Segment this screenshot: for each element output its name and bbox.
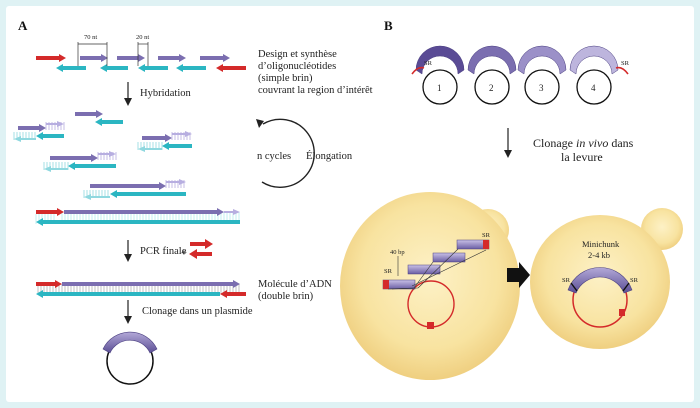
design-line-3: (simple brin)	[258, 73, 313, 84]
oligo-purple	[200, 54, 230, 62]
molecule-line-1: Molécule d’ADN	[258, 279, 332, 290]
yeast-cell-after	[530, 208, 683, 349]
oligo-purple	[80, 54, 108, 62]
fragment-3: 3	[517, 45, 567, 105]
sr-end-right	[615, 66, 629, 75]
long-teal	[36, 218, 240, 226]
arrow-down-pcr	[124, 240, 132, 262]
elongation-purple	[172, 131, 192, 137]
fragment-row: 1 2 3 4	[411, 45, 629, 105]
panel-a-letter: A	[18, 18, 28, 33]
elongation-purple	[46, 121, 64, 127]
hybrid-pair	[137, 131, 192, 152]
hybridation-label: Hybridation	[140, 88, 191, 99]
fragment-1: 1	[415, 45, 465, 105]
cycle-arrow	[256, 118, 315, 189]
elongation-teal	[14, 136, 36, 142]
oligo-teal	[138, 64, 168, 72]
elongation-purple	[98, 151, 116, 157]
hybrid-purple	[142, 134, 172, 142]
long-purple	[64, 208, 224, 216]
hybrid-purple	[50, 154, 98, 162]
fragment-4: 4	[569, 45, 619, 105]
sr-cell1-right: SR	[482, 232, 491, 239]
oligo-teal	[100, 64, 128, 72]
final-red-bottom	[220, 290, 246, 298]
arrow-down-levure	[504, 128, 512, 158]
oligo-teal	[176, 64, 206, 72]
assembled-duplex	[35, 208, 240, 226]
elongation-label: Élongation	[306, 150, 353, 162]
hybrid-purple	[18, 124, 46, 132]
hybrid-pair	[43, 151, 117, 172]
hybrid-teal	[110, 190, 186, 198]
n-cycles-label: n cycles	[257, 151, 291, 162]
fragment-2: 2	[467, 45, 517, 105]
fragment-number: 1	[437, 83, 442, 93]
oligo-design-row: 70 nt 20 nt	[36, 34, 246, 72]
fragment-number: 3	[539, 83, 544, 93]
hybrid-pair	[13, 121, 65, 142]
yeast-cell-before	[340, 192, 520, 380]
oligo-teal	[56, 64, 86, 72]
arrow-down-hybridation	[124, 82, 132, 106]
design-line-1: Design et synthèse	[258, 49, 337, 60]
elongation-teal	[138, 146, 162, 152]
clonage-in-vivo-label: Clonage in vivo dans	[533, 136, 634, 150]
fragment-number: 2	[489, 83, 494, 93]
pcr-finale-label: PCR finale	[140, 246, 187, 257]
design-line-4: couvrant la region d’intérêt	[258, 85, 373, 96]
bp40-label: 40 bp	[390, 249, 405, 256]
step-bar-2	[407, 264, 441, 275]
hybrid-purple	[75, 110, 103, 118]
oligo-red-bottom	[216, 64, 246, 72]
final-teal	[36, 290, 220, 298]
oligo-purple	[158, 54, 186, 62]
minichunk-plasmid	[567, 267, 633, 328]
hybrid-teal	[36, 132, 64, 140]
hybridized-oligos	[13, 110, 192, 200]
sr-cell1-left: SR	[384, 268, 393, 275]
elongation-purple	[166, 179, 186, 185]
oligo-purple	[117, 54, 145, 62]
final-dna-molecule	[36, 280, 246, 298]
pcr-primers	[189, 239, 213, 259]
hybrid-pair	[75, 110, 123, 126]
hybrid-teal	[68, 162, 116, 170]
red-end	[36, 208, 64, 216]
elongation-teal	[84, 194, 110, 200]
oligo-red-top	[36, 54, 66, 62]
final-red-top	[36, 280, 62, 288]
minichunk-label: Minichunk	[582, 239, 620, 249]
kb-label: 2-4 kb	[588, 250, 610, 260]
levure-label: la levure	[561, 150, 603, 164]
molecule-line-2: (double brin)	[258, 291, 314, 302]
in-vivo-assembly	[382, 239, 490, 329]
sr-label-right: SR	[621, 60, 630, 67]
sr-cell2-right: SR	[630, 277, 639, 284]
hybrid-purple	[90, 182, 166, 190]
dim-20-label: 20 nt	[136, 34, 149, 41]
design-line-2: d’oligonucléotides	[258, 61, 336, 72]
elongation-teal	[44, 166, 68, 172]
transform-arrow	[507, 262, 530, 288]
arrow-down-clonage	[124, 300, 132, 324]
sr-label-left: SR	[424, 60, 433, 67]
panel-b-letter: B	[384, 18, 393, 33]
hybrid-pair	[83, 179, 186, 200]
hybrid-teal	[95, 118, 123, 126]
final-purple	[62, 280, 240, 288]
plus-sign: +	[181, 248, 187, 259]
dim-70-label: 70 nt	[84, 34, 97, 41]
sr-end-left	[411, 66, 425, 75]
sr-cell2-left: SR	[562, 277, 571, 284]
clonage-plasmide-label: Clonage dans un plasmide	[142, 306, 253, 317]
hybrid-teal	[162, 142, 192, 150]
fragment-number: 4	[591, 83, 596, 93]
extension	[224, 209, 240, 215]
plasmid	[102, 331, 158, 385]
